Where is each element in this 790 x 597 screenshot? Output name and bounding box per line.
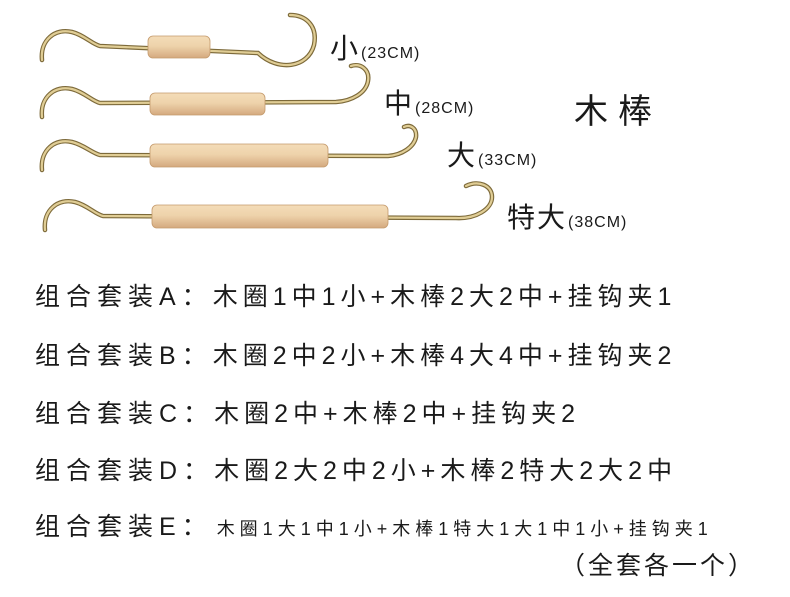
set-label: 组合套装D： — [35, 457, 215, 485]
size-length: (33CM) — [478, 152, 538, 169]
size-name: 小 — [330, 33, 361, 64]
hook-small — [39, 12, 317, 68]
set-line-e: 组合套装E： 木圈1大1中1小+木棒1特大1大1中1小+挂钩夹1 — [35, 512, 713, 542]
size-name: 大 — [447, 140, 478, 171]
set-label: 组合套装B： — [35, 342, 213, 370]
size-label-medium: 中 (28CM) — [384, 89, 474, 119]
wooden-rod — [149, 143, 329, 168]
wooden-rod — [151, 204, 389, 229]
size-label-small: 小 (23CM) — [330, 34, 420, 64]
size-length: (28CM) — [415, 100, 475, 117]
set-line-a: 组合套装A： 木圈1中1小+木棒2大2中+挂钩夹1 — [35, 282, 676, 312]
set-content: 木圈1大1中1小+木棒1特大1大1中1小+挂钩夹1 — [216, 519, 713, 539]
set-label: 组合套装C： — [35, 400, 215, 428]
size-length: (38CM) — [568, 214, 628, 231]
set-label: 组合套装A： — [35, 283, 213, 311]
wooden-rod — [147, 35, 211, 59]
set-content: 木圈2中+木棒2中+挂钩夹2 — [214, 400, 580, 428]
set-content: 木圈2中2小+木棒4大4中+挂钩夹2 — [212, 342, 677, 370]
set-note: （全套各一个） — [560, 552, 757, 580]
set-content: 木圈1中1小+木棒2大2中+挂钩夹1 — [212, 283, 677, 311]
product-heading: 木棒 — [574, 93, 662, 131]
set-line-d: 组合套装D： 木圈2大2中2小+木棒2特大2大2中 — [35, 456, 677, 486]
size-length: (23CM) — [361, 45, 421, 62]
hook-wire — [40, 13, 316, 67]
hooks-illustration — [39, 12, 495, 233]
set-label: 组合套装E： — [35, 513, 213, 541]
hook-medium — [39, 63, 371, 120]
size-name: 特大 — [507, 202, 568, 233]
set-line-b: 组合套装B： 木圈2中2小+木棒4大4中+挂钩夹2 — [35, 341, 676, 371]
set-content: 木圈2大2中2小+木棒2特大2大2中 — [214, 457, 678, 485]
hook-extra-large — [42, 181, 495, 233]
wooden-rod — [149, 92, 266, 116]
size-label-large: 大 (33CM) — [447, 141, 537, 171]
size-name: 中 — [384, 88, 415, 119]
set-line-c: 组合套装C： 木圈2中+木棒2中+挂钩夹2 — [35, 399, 580, 429]
hook-large — [39, 123, 419, 173]
size-label-extra-large: 特大 (38CM) — [507, 203, 627, 233]
